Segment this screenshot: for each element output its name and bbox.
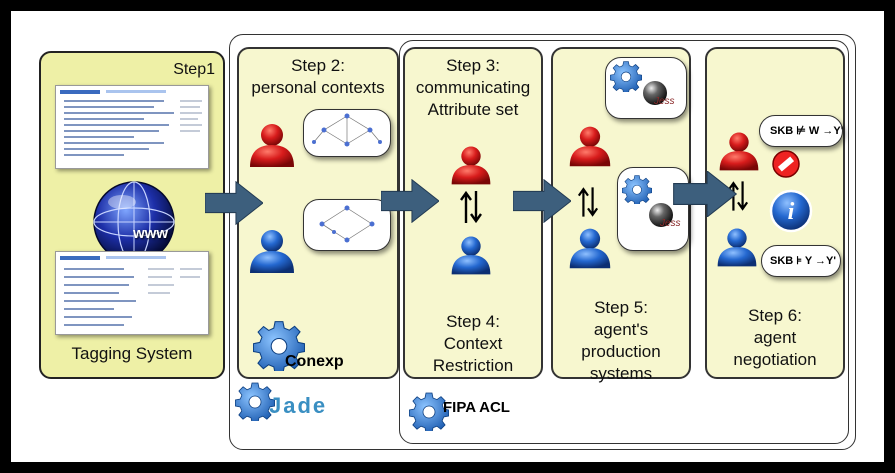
no-entry-icon (772, 150, 800, 178)
diagram-canvas: Step1 (11, 11, 884, 462)
step3-4-panel: Step 3: communicating Attribute set Step… (403, 47, 543, 379)
concept-lattice-icon (312, 113, 382, 147)
block-arrow-icon (673, 171, 737, 217)
context-bubble-red (303, 109, 391, 157)
step5-panel: Jess Jess Step 5: agent's production sys… (551, 47, 691, 383)
skb-y-text: SKB ⊧ Y →Y' (770, 255, 837, 267)
jess-ball-icon (643, 81, 667, 105)
conexp-label: Conexp (285, 353, 344, 370)
tagging-screenshot-bottom (55, 251, 209, 335)
negotiation-bubble-blue: SKB ⊧ Y →Y' (761, 245, 841, 277)
block-arrow-icon (205, 181, 263, 225)
jade-platform-frame (229, 34, 856, 450)
negotiation-bubble-red: SKB ⊭ W →Y' (759, 115, 843, 147)
gear-icon (610, 60, 642, 92)
step5-title: Step 5: agent's production systems (581, 298, 661, 383)
gear-icon (622, 174, 652, 204)
www-label: www (133, 225, 169, 242)
step6-panel: SKB ⊭ W →Y' i SKB ⊧ Y →Y' Step 6: agent … (705, 47, 845, 379)
concept-lattice-icon (319, 205, 375, 243)
fipa-acl-frame (399, 40, 849, 444)
info-icon: i (769, 189, 813, 233)
step2-title: Step 2: personal contexts (251, 56, 385, 97)
agent-blue-icon (247, 229, 297, 273)
svg-text:i: i (788, 199, 795, 225)
agent-red-icon (717, 131, 761, 171)
jess-bubble-top: Jess (605, 57, 687, 119)
agent-red-icon (567, 125, 613, 167)
agent-blue-icon (449, 235, 493, 275)
step1-panel: Step1 (39, 51, 225, 379)
jess-ball-icon (649, 203, 673, 227)
jess-bubble-bottom: Jess (617, 167, 689, 251)
agent-blue-icon (567, 227, 613, 269)
step4-title: Step 4: Context Restriction (432, 312, 514, 375)
context-bubble-blue (303, 199, 391, 251)
block-arrow-icon (513, 179, 571, 223)
agent-red-icon (247, 123, 297, 167)
jade-logo: Jade (269, 393, 328, 418)
jess-label: Jess (660, 218, 681, 229)
swap-arrows-icon (459, 189, 483, 225)
agent-blue-icon (715, 227, 759, 267)
jess-label: Jess (654, 96, 675, 107)
step6-title: Step 6: agent negotiation (733, 306, 817, 369)
step1-title: Step1 (173, 61, 215, 78)
block-arrow-icon (381, 179, 439, 223)
fipa-acl-label: FIPA ACL (443, 399, 510, 416)
tagging-system-label: Tagging System (71, 344, 193, 363)
swap-arrows-icon (577, 185, 599, 219)
step3-title: Step 3: communicating Attribute set (415, 56, 531, 119)
agent-red-icon (449, 145, 493, 185)
skb-w-text: SKB ⊭ W →Y' (770, 125, 844, 137)
step2-panel: Step 2: personal contexts Conexp (237, 47, 399, 379)
tagging-screenshot-top (55, 85, 209, 169)
